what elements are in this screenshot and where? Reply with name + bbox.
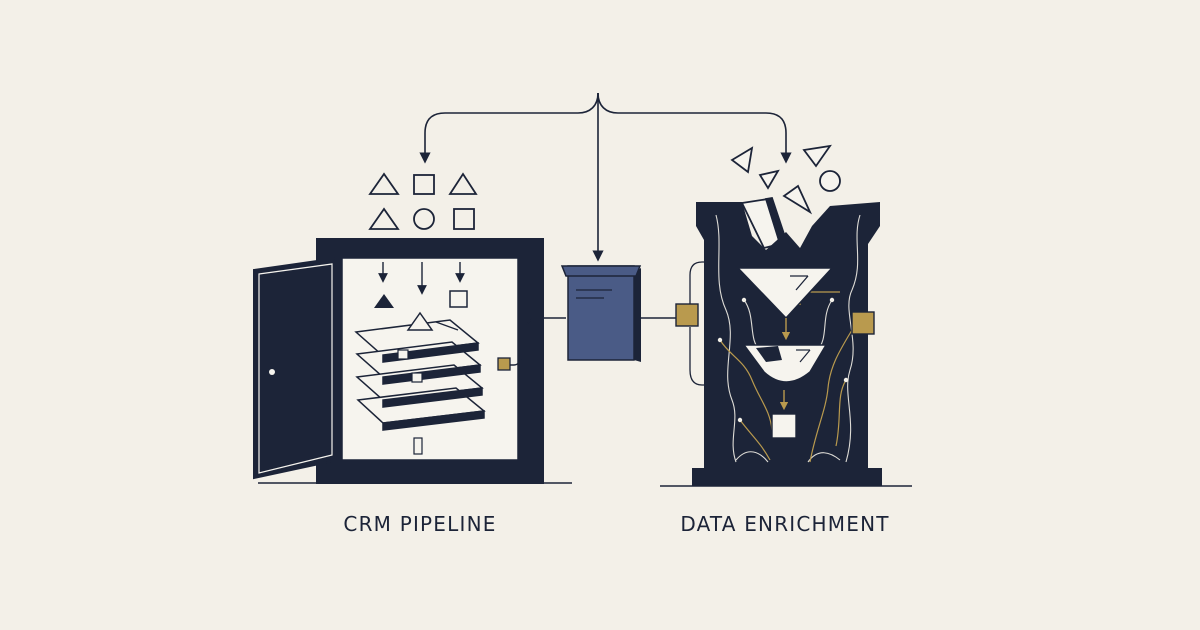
triangle-icon	[730, 146, 754, 174]
triangle-icon	[448, 172, 478, 195]
cabinet-door-panel	[258, 263, 333, 474]
crm-input-shapes	[368, 172, 478, 230]
output-square	[771, 413, 797, 439]
square-icon	[453, 208, 475, 230]
triangle-icon	[802, 144, 832, 168]
machine-base	[692, 468, 882, 486]
left-connector	[497, 317, 566, 371]
branch-left-arrow	[419, 92, 599, 164]
circle-icon	[413, 208, 435, 230]
enrichment-machine	[660, 202, 912, 487]
top-connector	[419, 92, 792, 262]
triangle-icon	[374, 294, 394, 308]
funnel-icon	[736, 267, 834, 320]
square-icon	[413, 174, 435, 195]
branch-right-arrow	[597, 92, 792, 164]
triangle-icon	[758, 169, 780, 190]
output-block	[413, 437, 423, 455]
connector-node	[675, 303, 699, 327]
square-icon	[449, 290, 468, 308]
connector-node	[497, 357, 511, 371]
center-container	[560, 265, 676, 362]
triangle-icon	[368, 172, 400, 195]
connector-node	[851, 311, 875, 335]
data-enrichment-label: DATA ENRICHMENT	[680, 512, 890, 536]
enrich-input-shapes	[730, 144, 841, 250]
triangle-icon	[406, 311, 434, 331]
cabinet-door	[253, 256, 339, 480]
triangle-icon	[782, 184, 813, 215]
triangle-icon	[368, 207, 400, 230]
right-connector	[675, 261, 710, 386]
circle-icon	[819, 170, 841, 192]
crm-cabinet	[253, 238, 572, 484]
crm-pipeline-label: CRM PIPELINE	[343, 512, 497, 536]
door-knob	[269, 369, 275, 375]
